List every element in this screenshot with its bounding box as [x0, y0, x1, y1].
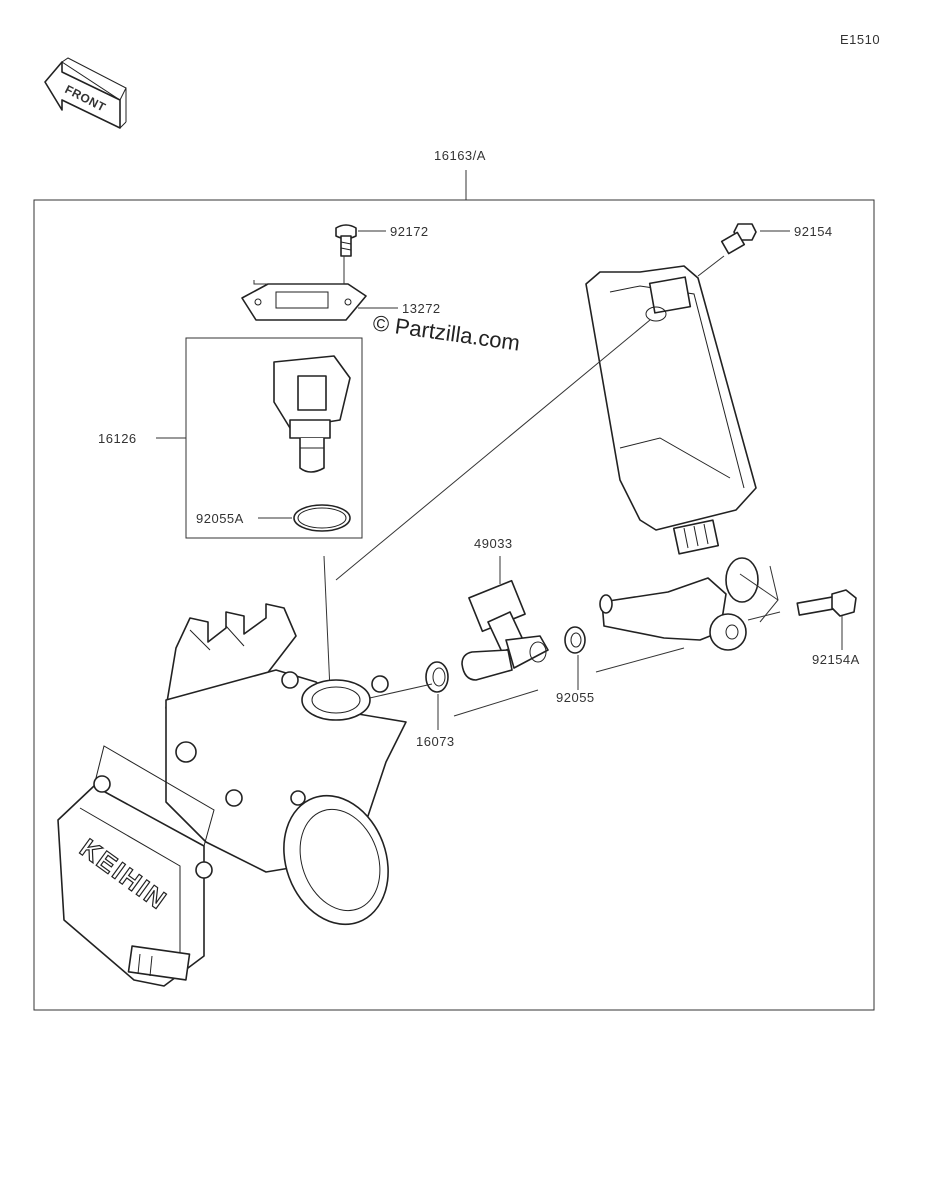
bracket-13272 [241, 256, 367, 321]
label-49033: 49033 [474, 536, 513, 551]
label-16073: 16073 [416, 734, 455, 749]
bolt-92154A [796, 589, 857, 617]
front-arrow-icon: FRONT [44, 57, 127, 129]
watermark: © Partzilla.com [371, 310, 521, 355]
o-ring-92055A [293, 504, 351, 532]
label-16163A: 16163/A [434, 148, 486, 163]
label-92154A: 92154A [812, 652, 860, 667]
nipple-fitting [599, 557, 759, 651]
label-92055: 92055 [556, 690, 595, 705]
screw-92172 [335, 224, 357, 257]
sensor-49033 [461, 579, 549, 681]
label-92055A: 92055A [196, 511, 244, 526]
washer-16073 [425, 661, 449, 693]
label-16126: 16126 [98, 431, 137, 446]
assembly-frame [33, 199, 875, 1011]
diagram-code: E1510 [840, 32, 880, 47]
label-92154: 92154 [794, 224, 833, 239]
throttle-body: KEIHIN [57, 603, 407, 987]
label-92172: 92172 [390, 224, 429, 239]
sensor-bracket [585, 265, 757, 555]
sensor-16126 [273, 355, 351, 473]
bolt-92154 [720, 223, 757, 255]
washer-92055 [564, 626, 586, 654]
label-13272: 13272 [402, 301, 441, 316]
